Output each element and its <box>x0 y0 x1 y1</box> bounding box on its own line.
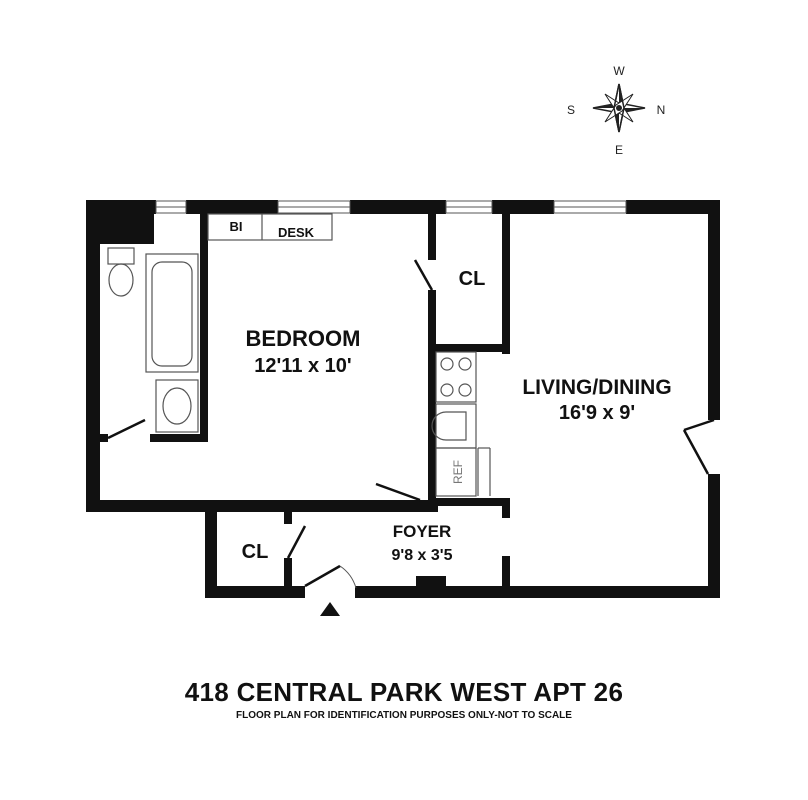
compass-east-letter: E <box>615 143 623 157</box>
closet-lower-label: CL <box>242 541 269 563</box>
stove-icon <box>435 351 477 403</box>
bathroom-sink-icon <box>155 379 199 433</box>
exterior-walls <box>86 200 720 598</box>
bedroom-name: BEDROOM <box>246 326 361 351</box>
foyer-size: 9'8 x 3'5 <box>392 547 453 564</box>
doors <box>107 259 715 589</box>
living-dining-size: 16'9 x 9' <box>559 402 635 424</box>
bedroom-size: 12'11 x 10' <box>254 355 351 377</box>
bathtub-icon <box>145 253 199 373</box>
bathroom-fixtures <box>107 247 199 433</box>
compass-west-letter: W <box>613 64 625 78</box>
room-labels: BEDROOM 12'11 x 10' LIVING/DINING 16'9 x… <box>242 268 672 564</box>
built-in-and-desk: BI DESK <box>207 213 333 241</box>
refrigerator-icon <box>435 447 477 497</box>
windows <box>155 200 627 214</box>
desk-label: DESK <box>278 225 315 240</box>
refrigerator-label: REF <box>451 460 465 484</box>
closet-upper-label: CL <box>459 268 486 290</box>
entry-arrow-icon <box>320 602 340 616</box>
toilet-icon <box>108 263 134 297</box>
foyer-name: FOYER <box>393 522 452 541</box>
living-dining-name: LIVING/DINING <box>522 376 671 399</box>
plan-title: 418 CENTRAL PARK WEST APT 26 <box>184 677 624 707</box>
built-in-label: BI <box>230 219 243 234</box>
plan-disclaimer: FLOOR PLAN FOR IDENTIFICATION PURPOSES O… <box>236 710 572 721</box>
kitchen-fixtures: REF <box>431 351 491 497</box>
compass-south-letter: S <box>567 103 575 117</box>
compass-rose: W E S N <box>567 64 665 157</box>
interior-walls <box>100 214 510 598</box>
kitchen-sink-icon <box>435 403 477 449</box>
toilet-tank-icon <box>107 247 135 265</box>
compass-north-letter: N <box>657 103 666 117</box>
